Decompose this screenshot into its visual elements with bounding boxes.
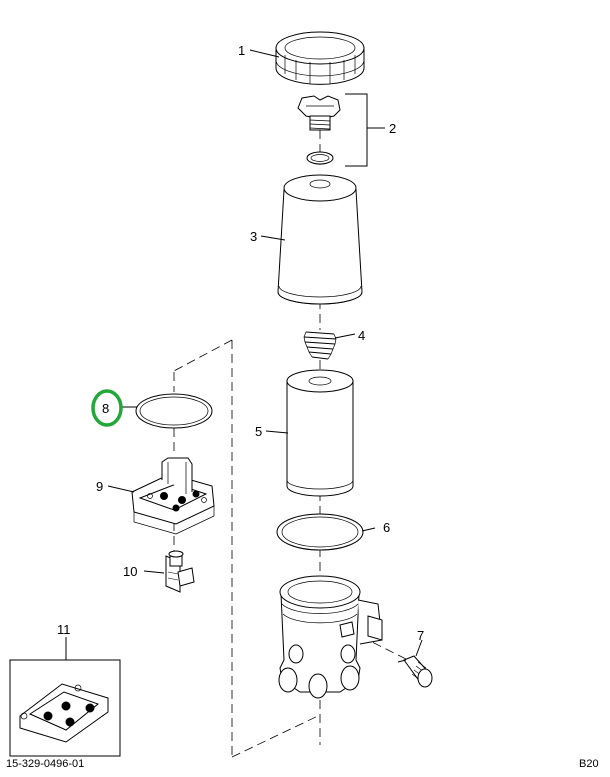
callout-7: 7 xyxy=(417,628,424,643)
filter-base-housing xyxy=(278,575,383,699)
part-11-inset-box xyxy=(9,659,121,757)
part-1-lock-ring xyxy=(275,31,365,85)
part-10-elbow-fitting xyxy=(165,550,195,593)
callout-labels: 1 2 3 4 5 6 7 8 9 10 11 xyxy=(57,43,424,643)
part-3-housing-bowl xyxy=(277,174,363,305)
callout-8: 8 xyxy=(102,401,109,416)
part-4-spring xyxy=(303,331,337,360)
leader-lines xyxy=(65,49,423,660)
callout-1: 1 xyxy=(238,43,245,58)
part-7-drain-plug xyxy=(397,655,433,688)
callout-3: 3 xyxy=(250,229,257,244)
part-8-o-ring xyxy=(135,393,213,429)
callout-4: 4 xyxy=(358,328,365,343)
part-2-vent-cap xyxy=(297,95,341,165)
part-5-filter-element xyxy=(286,369,354,497)
callout-9: 9 xyxy=(96,479,103,494)
page-code: B20 xyxy=(579,758,599,770)
callout-2: 2 xyxy=(389,121,396,136)
part-6-o-ring xyxy=(276,513,364,551)
callout-8-highlight xyxy=(91,389,123,427)
callout-10: 10 xyxy=(123,564,137,579)
callout-11: 11 xyxy=(57,622,71,637)
part-9-heater-plate xyxy=(131,457,215,535)
callout-6: 6 xyxy=(383,520,390,535)
drawing-number: 15-329-0496-01 xyxy=(6,758,85,770)
callout-5: 5 xyxy=(255,424,262,439)
